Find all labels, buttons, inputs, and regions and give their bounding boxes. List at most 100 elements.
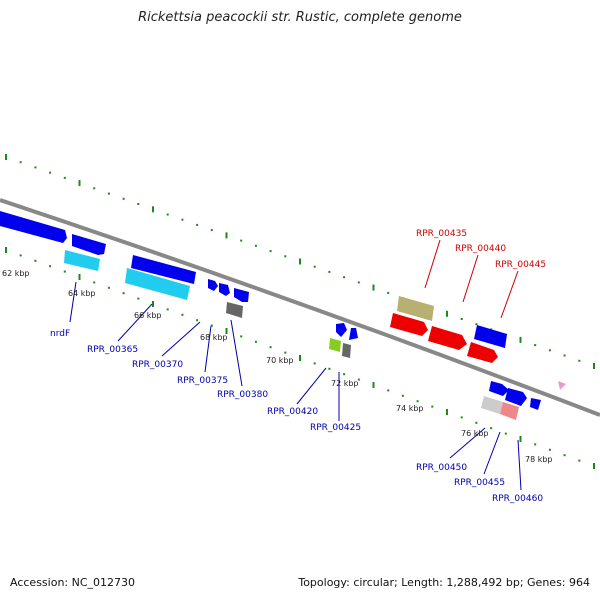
minor-tick [93, 187, 96, 190]
gene-feature[interactable] [390, 313, 428, 336]
minor-tick [269, 346, 272, 349]
minor-tick [387, 389, 390, 392]
minor-tick [475, 323, 478, 326]
gene-label-rpr-00435[interactable]: RPR_00435 [416, 229, 467, 239]
gene-feature[interactable] [467, 342, 498, 363]
major-tick [372, 284, 375, 291]
minor-tick [166, 308, 169, 311]
genome-summary-text: Topology: circular; Length: 1,288,492 bp… [298, 576, 590, 589]
gene-label-nrdf[interactable]: nrdF [50, 329, 70, 339]
gene-feature[interactable] [131, 255, 196, 284]
major-tick [593, 463, 595, 469]
major-tick [225, 328, 228, 334]
major-tick [299, 258, 301, 265]
gene-feature[interactable] [505, 388, 527, 406]
minor-tick [93, 281, 96, 284]
minor-tick [343, 373, 346, 376]
minor-tick [431, 405, 434, 408]
minor-tick [122, 292, 125, 295]
gene-label-rpr-00450[interactable]: RPR_00450 [416, 463, 467, 473]
gene-features[interactable] [0, 211, 566, 420]
gene-feature[interactable] [125, 268, 190, 300]
minor-tick [49, 171, 52, 174]
minor-tick [460, 318, 463, 320]
kbp-label: 64 kbp [68, 289, 96, 298]
gene-labels[interactable]: nrdF RPR_00365 RPR_00370 RPR_00375 RPR_0… [50, 229, 546, 504]
minor-tick [578, 359, 581, 362]
minor-tick [313, 362, 316, 365]
minor-tick [416, 400, 419, 403]
minor-tick [534, 443, 537, 446]
minor-tick [460, 416, 463, 419]
gene-feature[interactable] [500, 402, 519, 420]
minor-tick [19, 254, 22, 257]
minor-tick [328, 270, 331, 273]
major-tick [519, 336, 522, 343]
gene-label-rpr-00425[interactable]: RPR_00425 [310, 423, 361, 433]
minor-tick [210, 229, 213, 232]
minor-tick [313, 265, 316, 268]
minor-tick [107, 286, 110, 289]
major-tick [5, 247, 7, 253]
kbp-label: 70 kbp [266, 356, 294, 365]
minor-tick [210, 324, 213, 327]
gene-label-rpr-00380[interactable]: RPR_00380 [217, 390, 268, 400]
gene-label-rpr-00375[interactable]: RPR_00375 [177, 376, 228, 386]
minor-tick [34, 259, 37, 262]
gene-label-rpr-00365[interactable]: RPR_00365 [87, 345, 138, 355]
kbp-label: 72 kbp [331, 379, 359, 388]
minor-tick [19, 161, 22, 164]
minor-tick [563, 454, 566, 457]
kbp-label: 66 kbp [134, 311, 162, 320]
gene-feature[interactable] [0, 211, 67, 243]
feature-marker[interactable] [558, 381, 566, 390]
gene-label-rpr-00455[interactable]: RPR_00455 [454, 478, 505, 488]
minor-tick [534, 344, 537, 347]
minor-tick [387, 291, 390, 294]
major-tick [519, 436, 522, 442]
gene-feature[interactable] [428, 326, 467, 350]
map-title: Rickettsia peacockii str. Rustic, comple… [138, 10, 462, 25]
minor-tick [122, 197, 125, 200]
kbp-label: 78 kbp [525, 455, 553, 464]
gene-feature[interactable] [342, 343, 351, 358]
gene-feature[interactable] [64, 250, 100, 271]
genome-backbone [0, 198, 600, 417]
gene-feature[interactable] [336, 323, 347, 337]
gene-label-rpr-00440[interactable]: RPR_00440 [455, 244, 506, 254]
minor-tick [504, 432, 507, 435]
gene-feature[interactable] [489, 381, 509, 396]
gene-feature[interactable] [349, 328, 358, 340]
inner-tick-ring [5, 247, 595, 469]
kbp-label: 62 kbp [2, 269, 30, 278]
gene-label-rpr-00445[interactable]: RPR_00445 [495, 260, 546, 270]
gene-label-rpr-00420[interactable]: RPR_00420 [267, 407, 318, 417]
minor-tick [181, 313, 184, 316]
accession-text: Accession: NC_012730 [10, 576, 136, 589]
kbp-label: 76 kbp [461, 429, 489, 438]
major-tick [593, 363, 595, 369]
minor-tick [548, 448, 551, 451]
minor-tick [328, 367, 331, 370]
minor-tick [578, 459, 581, 462]
minor-tick [490, 427, 493, 430]
gene-feature[interactable] [219, 283, 230, 296]
gene-feature[interactable] [72, 234, 106, 255]
gene-feature[interactable] [530, 398, 541, 410]
major-tick [152, 301, 154, 307]
gene-feature[interactable] [329, 338, 341, 352]
gene-feature[interactable] [226, 302, 243, 318]
gene-feature[interactable] [481, 396, 503, 414]
gene-label-rpr-00370[interactable]: RPR_00370 [132, 360, 183, 370]
minor-tick [357, 378, 360, 381]
gene-feature[interactable] [474, 325, 507, 348]
kbp-label: 74 kbp [396, 404, 424, 413]
gene-feature[interactable] [208, 279, 218, 291]
minor-tick [137, 203, 140, 205]
gene-feature[interactable] [234, 288, 249, 302]
gene-feature[interactable] [397, 296, 434, 321]
gene-label-rpr-00460[interactable]: RPR_00460 [492, 494, 543, 504]
minor-tick [240, 335, 243, 338]
major-tick [225, 232, 228, 239]
